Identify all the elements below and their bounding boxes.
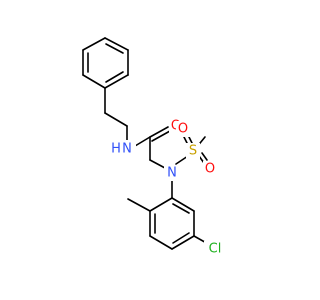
bond-ph-double-1 — [105, 43, 124, 54]
bond-ph-1 — [104, 37, 129, 51]
bond-ar-6 — [149, 197, 173, 212]
atom-cl: Cl — [209, 242, 222, 257]
bond-ph-double-2 — [105, 71, 124, 83]
bond-ar-double-1 — [172, 203, 190, 214]
bond-ph-3 — [104, 74, 129, 89]
bond-ar-3 — [171, 235, 195, 250]
bond-c-o-a — [149, 126, 169, 138]
bond-ch2-n2 — [149, 159, 166, 169]
atom-o-sulfonyl-1: O — [178, 122, 188, 137]
bond-n-co — [134, 136, 151, 147]
atom-n-amide: N — [122, 142, 132, 157]
bond-ar-double-2 — [172, 232, 190, 244]
bond-ch2-ch2 — [104, 112, 128, 127]
molecule-structure: N H O N S O O Cl — [82, 37, 226, 257]
atom-labels: N H O N S O O Cl — [111, 119, 226, 257]
bond-ar-methyl — [127, 198, 151, 212]
bond-ar-1 — [171, 197, 195, 212]
bond-s-o2-a — [201, 152, 208, 161]
bond-ph-6 — [82, 37, 106, 51]
atom-s: S — [189, 144, 197, 159]
atom-n-sulfonamide: N — [167, 166, 177, 181]
atom-h-amide: H — [111, 142, 121, 157]
bond-ar-4 — [149, 235, 173, 250]
atom-o-sulfonyl-2: O — [205, 162, 215, 177]
bond-ph-4 — [82, 74, 106, 89]
bond-c-o-b — [151, 130, 171, 142]
